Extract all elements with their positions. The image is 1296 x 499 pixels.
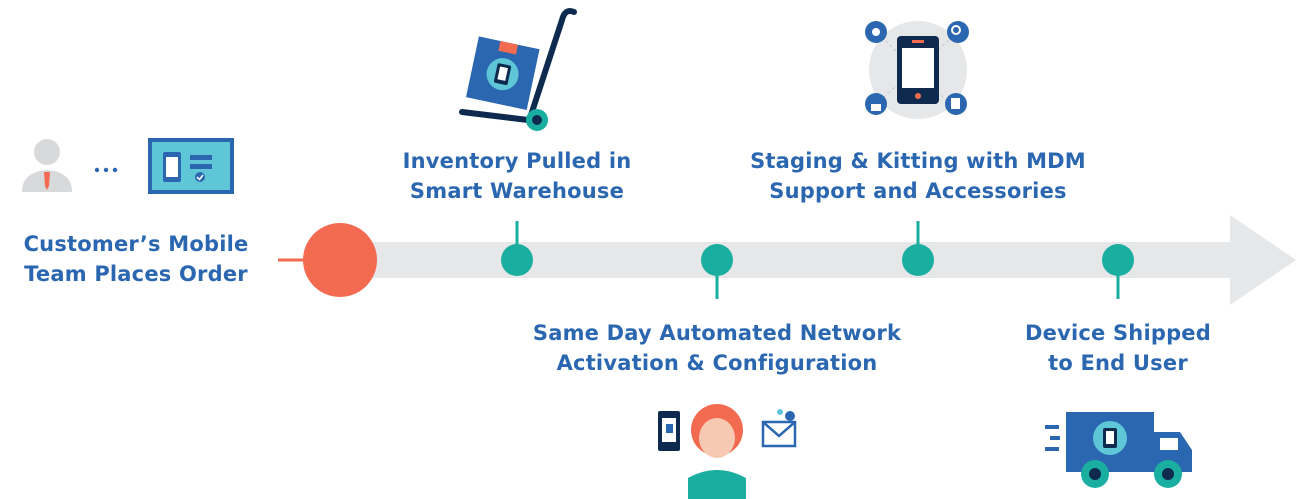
milestone-node [1102, 244, 1134, 299]
phone-mdm-icon [865, 21, 969, 119]
customer-laptop-icon [22, 138, 234, 194]
step-label-inventory: Inventory Pulled in Smart Warehouse [377, 146, 657, 206]
hand-truck-icon [459, 8, 577, 131]
milestone-node [501, 221, 533, 276]
timeline-arrow [330, 215, 1296, 305]
step-label-line: Device Shipped [1025, 321, 1211, 345]
step-label-staging: Staging & Kitting with MDM Support and A… [718, 146, 1118, 206]
step-label-line: Inventory Pulled in [402, 149, 632, 173]
step-label-line: to End User [1048, 351, 1188, 375]
start-node [278, 223, 377, 297]
step-label-shipped: Device Shipped to End User [988, 318, 1248, 378]
step-label-line: Support and Accessories [769, 179, 1067, 203]
technician-icon [658, 404, 797, 499]
step-label-activation: Same Day Automated Network Activation & … [517, 318, 917, 378]
step-label-line: Customer’s Mobile [23, 232, 249, 256]
step-label-line: Smart Warehouse [409, 179, 625, 203]
delivery-truck-icon [1045, 412, 1192, 488]
step-label-line: Team Places Order [24, 262, 248, 286]
step-label-line: Activation & Configuration [556, 351, 878, 375]
step-label-line: Same Day Automated Network [532, 321, 902, 345]
step-label-customer-order: Customer’s Mobile Team Places Order [0, 229, 272, 289]
milestone-node [902, 221, 934, 276]
milestone-node [701, 244, 733, 299]
step-label-line: Staging & Kitting with MDM [750, 149, 1086, 173]
